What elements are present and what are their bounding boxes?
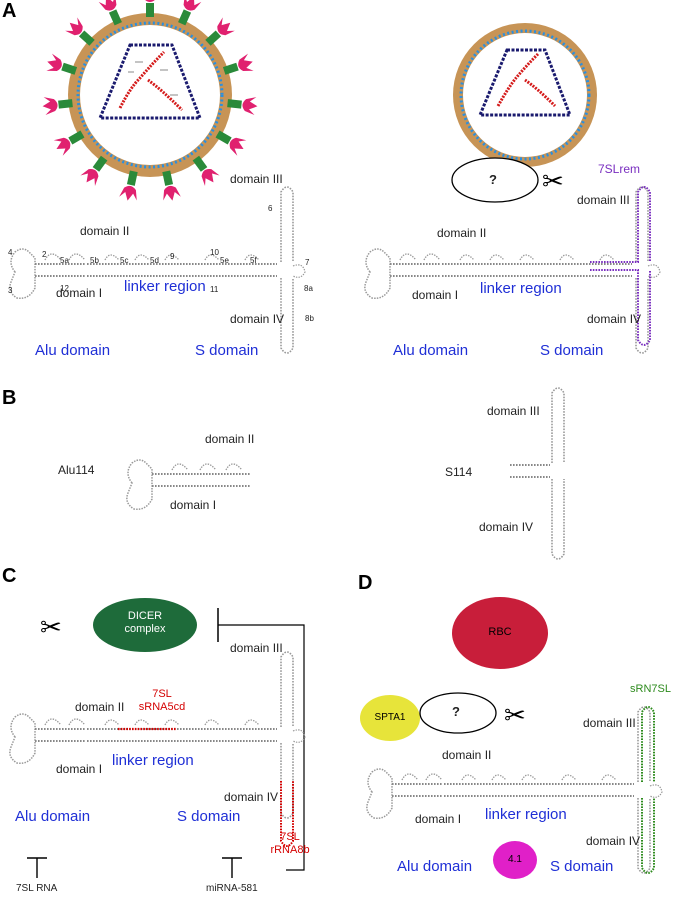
- band41-oval: [493, 841, 537, 879]
- srna5cd-label-line1: 7SL: [152, 688, 172, 700]
- s114-label: S114: [445, 465, 473, 479]
- rna-structure-s114: [510, 387, 565, 560]
- domain-iii-label: domain III: [487, 404, 540, 418]
- dicer-label-line1: DICER: [127, 610, 163, 622]
- 7slrem-label: 7SLrem: [598, 162, 641, 176]
- scissors-icon: ✂: [40, 612, 62, 642]
- domain-ii-label: domain II: [205, 432, 255, 446]
- domain-iii-label: domain III: [230, 172, 283, 186]
- domain-i-label: domain I: [56, 286, 103, 300]
- srn7sl-label: sRN7SL: [630, 683, 671, 695]
- domain-iii-label: domain III: [230, 641, 283, 655]
- unknown-factor-oval-d: [419, 692, 497, 734]
- spta1-oval: [360, 695, 420, 741]
- panel-letter-a: A: [2, 0, 17, 22]
- alu-domain-label: Alu domain: [15, 808, 91, 825]
- rbc-oval: [452, 597, 548, 669]
- domain-iii-label: domain III: [577, 193, 630, 207]
- s-domain-label: S domain: [540, 342, 604, 359]
- helix-number: 5e: [220, 256, 229, 265]
- domain-ii-label: domain II: [80, 224, 130, 238]
- domain-ii-label: domain II: [75, 700, 125, 714]
- helix-number: 7: [305, 258, 310, 267]
- helix-number: 6: [268, 204, 273, 213]
- spta1-label: SPTA1: [374, 712, 406, 723]
- dicer-complex-label: DICER complex: [93, 610, 197, 636]
- domain-iv-label: domain IV: [479, 520, 534, 534]
- helix-number: 5c: [120, 256, 129, 265]
- rna-7slrem-overlay: [590, 186, 651, 346]
- rna-structure-alu114: [126, 459, 250, 511]
- helix-number: 2: [42, 250, 47, 259]
- domain-iii-label: domain III: [583, 716, 636, 730]
- domain-iv-label: domain IV: [587, 312, 642, 326]
- helix-number: 8a: [304, 284, 313, 293]
- band41-label: 4.1: [508, 854, 522, 865]
- alu-domain-label: Alu domain: [393, 342, 469, 359]
- alu-domain-label: Alu domain: [397, 858, 473, 875]
- domain-ii-label: domain II: [437, 226, 487, 240]
- dicer-complex-oval: [93, 598, 197, 652]
- helix-number: 9: [170, 252, 175, 261]
- question-label: ?: [489, 172, 497, 187]
- linker-region-label: linker region: [485, 806, 567, 823]
- inhibition-7sl-rna: [27, 857, 47, 878]
- alu-domain-label: Alu domain: [35, 342, 111, 359]
- domain-iv-label: domain IV: [224, 790, 279, 804]
- helix-number: 5d: [150, 256, 159, 265]
- rbc-label: RBC: [488, 626, 512, 638]
- helix-number: 8b: [305, 314, 314, 323]
- srna5cd-label: 7SL sRNA5cd: [132, 688, 192, 714]
- helix-number: 4: [8, 248, 13, 257]
- helix-number: 11: [210, 285, 219, 294]
- s-domain-label: S domain: [177, 808, 241, 825]
- mirna-label: miRNA-581: [206, 883, 258, 894]
- panel-letter-c: C: [2, 565, 17, 587]
- linker-region-label: linker region: [480, 280, 562, 297]
- scissors-icon: ✂: [542, 166, 564, 196]
- s-domain-label: S domain: [550, 858, 614, 875]
- dicer-label-line2: complex: [124, 623, 166, 635]
- rna-rrna8b-overlay: [280, 781, 294, 847]
- s-domain-label: S domain: [195, 342, 259, 359]
- domain-iv-label: domain IV: [586, 834, 641, 848]
- rrna8b-label-line2: rRNA8b: [270, 844, 310, 856]
- rrna8b-label: 7SL rRNA8b: [265, 831, 315, 857]
- domain-i-label: domain I: [56, 762, 103, 776]
- domain-i-label: domain I: [412, 288, 459, 302]
- domain-iv-label: domain IV: [230, 312, 285, 326]
- domain-ii-label: domain II: [442, 748, 492, 762]
- helix-number: 10: [210, 248, 219, 257]
- panel-letter-d: D: [358, 572, 373, 594]
- linker-region-label: linker region: [112, 752, 194, 769]
- virus-with-spikes: [41, 0, 259, 203]
- panel-letter-b: B: [2, 387, 17, 409]
- helix-number: 12: [60, 284, 69, 293]
- domain-i-label: domain I: [415, 812, 462, 826]
- linker-region-label: linker region: [124, 278, 206, 295]
- 7sl-rna-label: 7SL RNA: [16, 883, 58, 894]
- helix-number: 5b: [90, 256, 99, 265]
- unknown-factor-oval-a: [451, 157, 539, 203]
- question-label: ?: [452, 704, 460, 719]
- helix-number: 3: [8, 286, 13, 295]
- virus-without-spikes: [453, 23, 597, 167]
- alu114-label: Alu114: [58, 463, 95, 477]
- domain-i-label: domain I: [170, 498, 217, 512]
- srna5cd-label-line2: sRNA5cd: [138, 701, 186, 713]
- scissors-icon: ✂: [504, 700, 526, 730]
- inhibition-mirna: [222, 857, 242, 878]
- rna-srn7sl-overlay: [641, 706, 655, 874]
- rrna8b-label-line1: 7SL: [280, 831, 300, 843]
- rna-structure-a-left: [8, 186, 306, 354]
- helix-number: 5a: [60, 256, 69, 265]
- helix-number: 5f: [250, 256, 257, 265]
